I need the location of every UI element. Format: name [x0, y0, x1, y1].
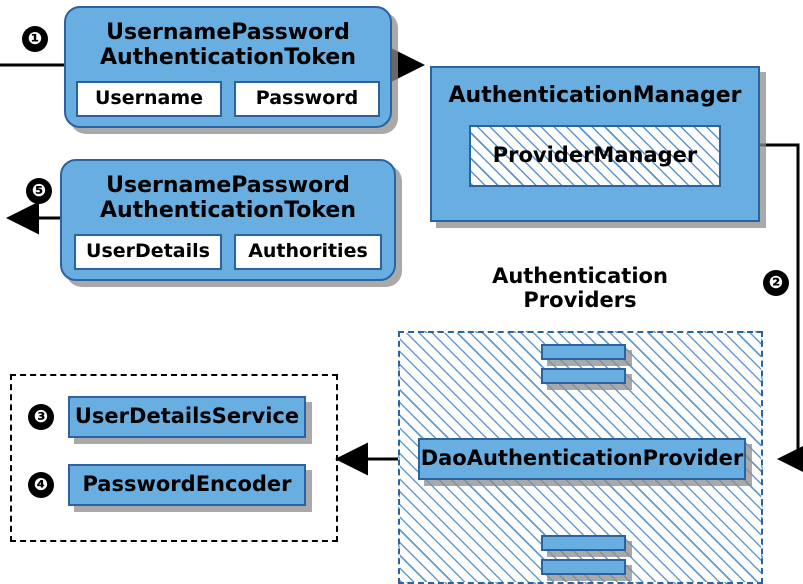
token-input-password-field: Password [234, 80, 380, 117]
step-bullet-2: ❷ [763, 270, 789, 296]
provider-bar-bottom-1 [541, 535, 626, 551]
username-password-authentication-token-input: UsernamePassword AuthenticationToken Use… [64, 6, 392, 128]
step-bullet-3: ❸ [28, 404, 54, 430]
dao-authentication-provider-box: DaoAuthenticationProvider [418, 438, 746, 480]
authentication-manager-title: AuthenticationManager [448, 83, 742, 108]
step-bullet-4: ❹ [28, 472, 54, 498]
token-input-title: UsernamePassword AuthenticationToken [99, 20, 357, 70]
token-output-authorities-field: Authorities [234, 233, 382, 270]
user-details-service-group [10, 374, 338, 542]
authentication-providers-label: Authentication Providers [492, 264, 668, 313]
step-bullet-5: ❺ [26, 178, 52, 204]
authentication-manager-box: AuthenticationManager ProviderManager [430, 66, 760, 222]
username-password-authentication-token-output: UsernamePassword AuthenticationToken Use… [60, 159, 396, 281]
provider-bar-top-1 [541, 344, 626, 360]
password-encoder-box: PasswordEncoder [68, 464, 306, 506]
provider-manager-box: ProviderManager [469, 124, 721, 187]
user-details-service-box: UserDetailsService [68, 396, 306, 438]
token-input-username-field: Username [76, 80, 222, 117]
provider-bar-top-2 [541, 368, 626, 384]
token-output-title: UsernamePassword AuthenticationToken [99, 173, 357, 223]
step-bullet-1: ❶ [22, 26, 48, 52]
provider-bar-bottom-2 [541, 559, 626, 575]
token-output-userdetails-field: UserDetails [74, 233, 222, 270]
